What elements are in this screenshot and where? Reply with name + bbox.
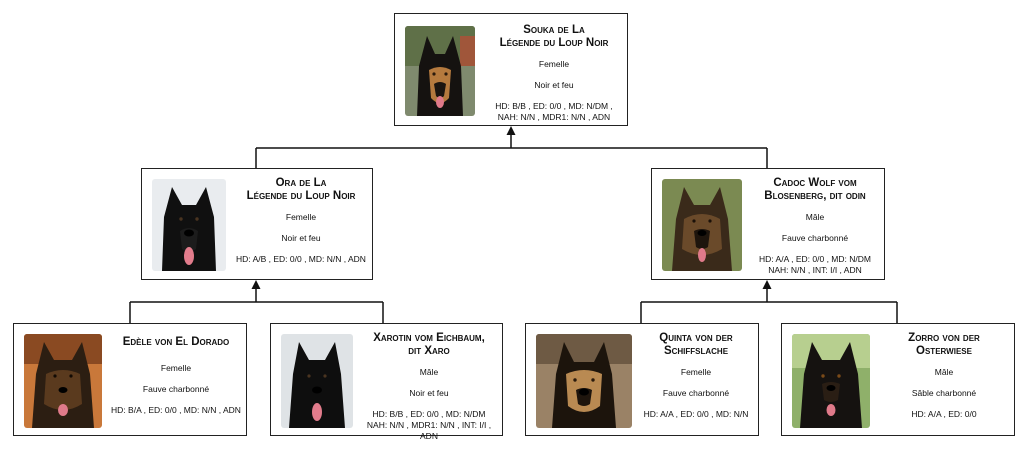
dog-color: Noir et feu [409,388,449,398]
dog-color: Fauve charbonné [662,388,730,398]
black-and-tan-shepherd-photo [405,26,475,116]
dog-name: Edèle von El Dorado [122,336,230,348]
dog-sex: Mâle [419,367,439,377]
black-and-tan-shepherd-photo [536,334,632,428]
dog-name: dit Xaro [408,345,450,357]
dog-card-quinta[interactable]: Quinta von der Schiffslache Femelle Fauv… [525,323,759,436]
dog-sex: Femelle [160,363,192,373]
dog-health: HD: B/B , ED: 0/0 , MD: N/DM [372,409,486,419]
dog-health: HD: A/A , ED: 0/0 , MD: N/DM [759,254,871,264]
dog-color: Fauve charbonné [142,384,210,394]
dog-health: NAH: N/N , INT: I/I , ADN [768,265,862,275]
dog-health: HD: A/B , ED: 0/0 , MD: N/N , ADN [236,254,366,264]
dog-name: Schiffslache [663,345,729,357]
black-shepherd-photo [152,179,226,271]
dog-health: HD: B/B , ED: 0/0 , MD: N/DM , [495,101,613,111]
dog-card-edele[interactable]: Edèle von El Dorado Femelle Fauve charbo… [13,323,247,436]
dog-name: Xarotin vom Eichbaum, [373,332,485,344]
dog-card-souka[interactable]: Souka de La Légende du Loup Noir Femelle… [394,13,628,126]
black-shepherd-photo [281,334,353,428]
dog-sex: Femelle [285,212,317,222]
dog-name: Zorro von der [908,332,980,344]
dog-card-cadoc[interactable]: Cadoc Wolf vom Blosenberg, dit odin Mâle… [651,168,885,280]
dog-name: Osterwiese [916,345,972,357]
dog-color: Noir et feu [534,80,574,90]
dog-sex: Femelle [538,59,570,69]
dog-sex: Mâle [805,212,825,222]
sable-shepherd-photo [662,179,742,271]
dog-health: HD: A/A , ED: 0/0 , MD: N/N [643,409,749,419]
dog-sex: Femelle [680,367,712,377]
dog-name: Blosenberg, dit odin [764,190,866,202]
dog-health: NAH: N/N , MDR1: N/N , INT: I/I , ADN [366,420,492,441]
dog-health: HD: A/A , ED: 0/0 [911,409,977,419]
black-shepherd-photo [792,334,870,428]
sable-shepherd-photo [24,334,102,428]
dog-name: Légende du Loup Noir [499,37,609,49]
dog-color: Fauve charbonné [781,233,849,243]
dog-card-xarotin[interactable]: Xarotin vom Eichbaum, dit Xaro Mâle Noir… [270,323,503,441]
dog-color: Noir et feu [281,233,321,243]
dog-health: HD: B/A , ED: 0/0 , MD: N/N , ADN [111,405,241,415]
dog-name: Quinta von der [659,332,733,344]
dog-color: Sâble charbonné [911,388,977,398]
dog-name: Ora de La [275,177,327,189]
dog-card-zorro[interactable]: Zorro von der Osterwiese Mâle Sâble char… [781,323,1015,436]
dog-sex: Mâle [934,367,954,377]
dog-name: Souka de La [523,24,585,36]
dog-name: Légende du Loup Noir [246,190,356,202]
dog-health: NAH: N/N , MDR1: N/N , ADN [497,112,611,122]
dog-card-ora[interactable]: Ora de La Légende du Loup Noir Femelle N… [141,168,373,280]
dog-name: Cadoc Wolf vom [773,177,857,189]
